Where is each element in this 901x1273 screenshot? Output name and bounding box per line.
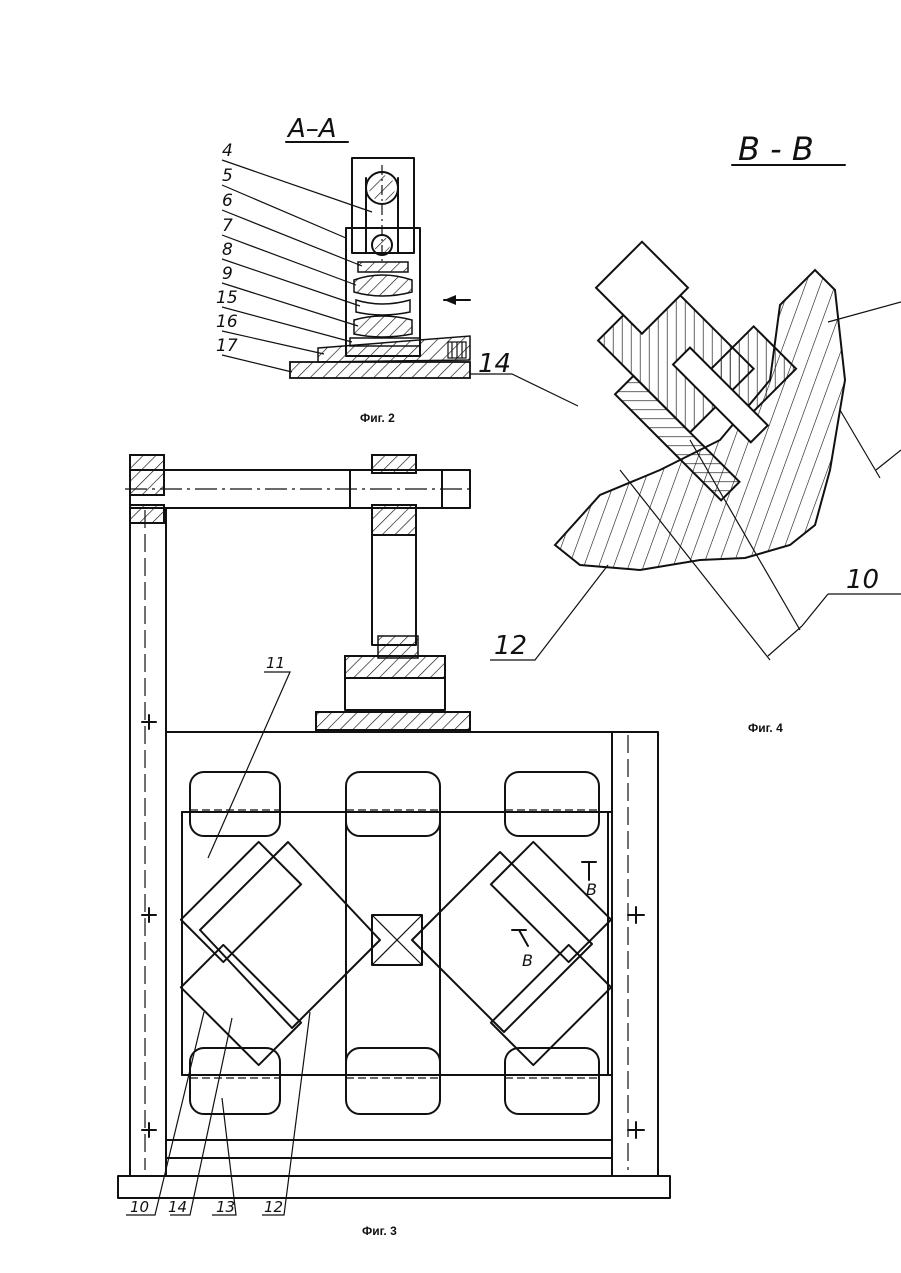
fig2-layer-16: [318, 336, 470, 362]
fig4-caption: Фиг. 4: [748, 721, 783, 735]
fig2-callout: 6: [222, 191, 233, 211]
fig2-section-label: А–А: [286, 114, 337, 144]
fig2-section-view: А–А: [216, 114, 470, 425]
fig2-layer-9: [354, 316, 412, 337]
fig2-caption: Фиг. 2: [360, 411, 395, 425]
fig3-section-mark: B: [522, 951, 533, 970]
fig2-callout: 9: [222, 264, 233, 284]
fig2-base-17: [290, 362, 470, 378]
fig4-callout: 12: [494, 631, 527, 661]
fig2-layer-7: [354, 275, 412, 296]
fig3-callout: 10: [130, 1198, 149, 1216]
fig3-left-column: [130, 508, 166, 1176]
fig2-callouts: 4 5 6 7 8 9 15 16 17: [216, 141, 238, 356]
fig3-section-mark: B: [586, 880, 597, 899]
fig3-caption: Фиг. 3: [362, 1224, 397, 1238]
fig2-callout: 5: [222, 166, 233, 186]
fig3-die-blocks: [181, 842, 611, 1065]
fig4-dimension-value: 10: [846, 565, 879, 595]
fig2-callout: 4: [222, 141, 233, 161]
fig2-callout: 15: [216, 288, 238, 308]
fig2-callout: 7: [222, 216, 233, 236]
fig2-layer-6: [358, 262, 408, 272]
fig2-callout: 8: [222, 240, 233, 260]
fig2-callout: 16: [216, 312, 238, 332]
fig2-callout: 17: [216, 336, 238, 356]
fig4-callout: 14: [478, 349, 511, 379]
fig3-section-markers: B B: [512, 862, 597, 970]
fig3-callout: 12: [264, 1198, 283, 1216]
fig3-callout: 13: [216, 1198, 235, 1216]
fig3-rollers-top: [190, 772, 599, 836]
fig3-plan-view: B B 11 10 14 13 12 Фиг. 3: [118, 455, 670, 1238]
fig3-callout: 14: [168, 1198, 187, 1216]
fig3-right-column: [612, 732, 658, 1176]
fig4-section-label: B - B: [738, 130, 814, 168]
fig3-callout: 11: [266, 654, 285, 672]
fig4-section-view: B - B 10 14 12 Фиг. 4: [470, 130, 901, 735]
fig3-base-plate: [118, 1176, 670, 1198]
fig3-diamond-left: [200, 842, 380, 1028]
fig3-column: [372, 535, 416, 645]
